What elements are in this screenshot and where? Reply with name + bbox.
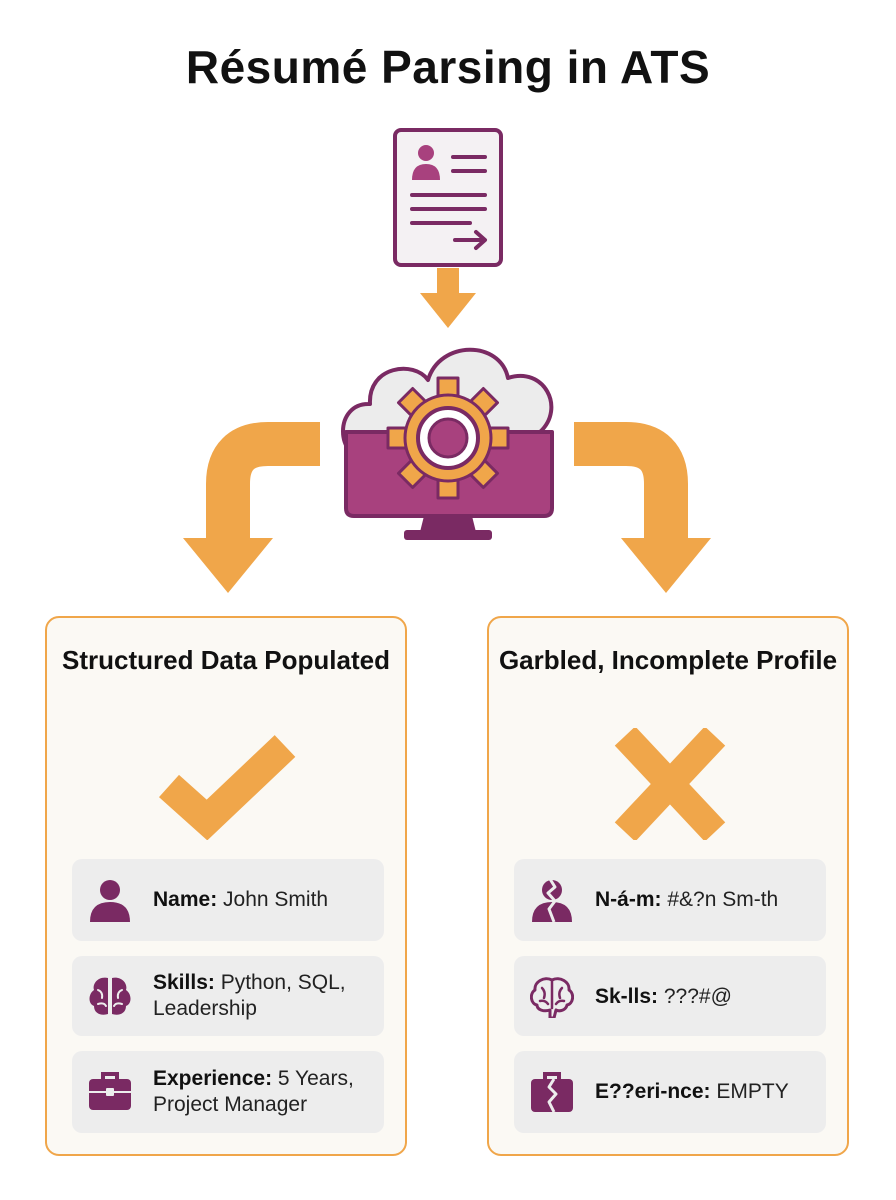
failure-title: Garbled, Incomplete Profile — [498, 645, 838, 675]
failure-outcome-card: Garbled, Incomplete Profile N-á-m: #&?n … — [487, 616, 849, 1156]
cloud-gear-monitor-icon — [341, 347, 554, 540]
success-outcome-card: Structured Data Populated Name: John Smi… — [45, 616, 407, 1156]
field-row-experience: E??eri-nce: EMPTY — [514, 1051, 826, 1133]
broken-person-icon — [532, 878, 572, 922]
arrow-down-icon — [420, 268, 476, 328]
briefcase-icon — [89, 1072, 131, 1110]
field-value: ???#@ — [663, 985, 732, 1008]
field-label: N-á-m: — [595, 888, 662, 911]
field-label: Sk-lls: — [595, 985, 659, 1008]
field-label: E??eri-nce: — [595, 1080, 711, 1103]
x-mark-icon — [614, 728, 726, 840]
resume-document-icon — [393, 128, 503, 267]
success-title: Structured Data Populated — [62, 645, 390, 675]
field-label: Name: — [153, 888, 218, 911]
field-value: #&?n Sm-th — [667, 888, 779, 911]
field-row-experience: Experience: 5 Years, Project Manager — [72, 1051, 384, 1133]
checkmark-icon — [158, 735, 296, 840]
field-value: Python, SQL, Leadership — [153, 971, 346, 1020]
arrow-right-branch-icon — [574, 422, 711, 593]
broken-briefcase-icon — [531, 1072, 573, 1113]
field-row-skills: Skills: Python, SQL, Leadership — [72, 956, 384, 1036]
field-row-skills: Sk-lls: ???#@ — [514, 956, 826, 1036]
field-row-name: N-á-m: #&?n Sm-th — [514, 859, 826, 941]
field-row-name: Name: John Smith — [72, 859, 384, 941]
flow-diagram — [183, 128, 711, 593]
field-label: Skills: — [153, 971, 215, 994]
broken-brain-icon — [530, 977, 574, 1018]
field-label: Experience: — [153, 1067, 273, 1090]
person-icon — [90, 880, 130, 922]
field-value: 5 Years, Project Manager — [153, 1067, 354, 1116]
field-value: John Smith — [223, 888, 329, 911]
brain-icon — [89, 977, 131, 1015]
arrow-left-branch-icon — [183, 422, 320, 593]
field-value: EMPTY — [716, 1080, 789, 1103]
diagram-title: Résumé Parsing in ATS — [185, 41, 711, 93]
